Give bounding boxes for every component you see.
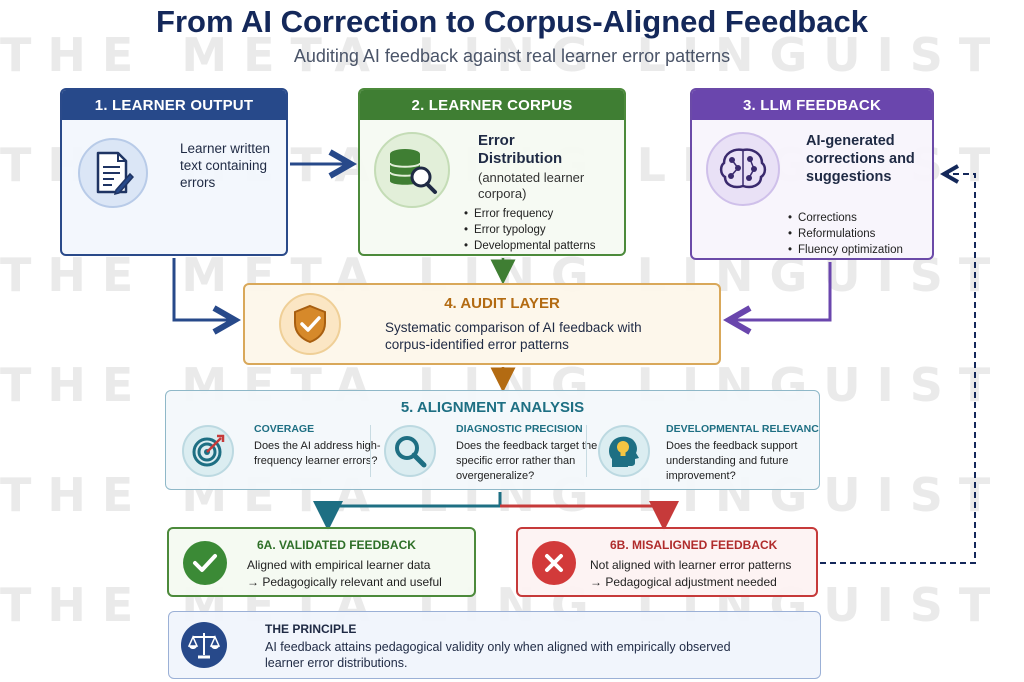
llm-feedback-heading: AI-generated corrections and suggestions bbox=[806, 133, 915, 185]
audit-layer-label: 4. AUDIT LAYER bbox=[444, 295, 560, 312]
learner-corpus-label: 2. LEARNER CORPUS bbox=[360, 90, 624, 120]
check-icon bbox=[183, 541, 227, 585]
criterion-text: Does the AI address high-frequency learn… bbox=[254, 440, 381, 467]
page-title: From AI Correction to Corpus-Aligned Fee… bbox=[156, 4, 868, 39]
llm-feedback-bullets: Corrections Reformulations Fluency optim… bbox=[788, 210, 903, 258]
learner-corpus-subheading: (annotated learner corpora) bbox=[478, 170, 585, 201]
brain-network-icon bbox=[706, 132, 780, 206]
learner-output-text: Learner written text containing errors bbox=[180, 141, 271, 190]
list-item: Error frequency bbox=[464, 206, 596, 222]
learner-corpus-heading: Error Distribution bbox=[478, 132, 563, 167]
shield-check-icon bbox=[279, 293, 341, 355]
page-subtitle: Auditing AI feedback against real learne… bbox=[293, 46, 731, 66]
criterion-diagnostic-precision: DIAGNOSTIC PRECISION Does the feedback t… bbox=[384, 421, 597, 483]
learner-corpus-box: 2. LEARNER CORPUS Error Distribution (an… bbox=[358, 88, 626, 256]
validated-line-1: Aligned with empirical learner data bbox=[247, 558, 431, 572]
llm-feedback-box: 3. LLM FEEDBACK AI-generated corrections… bbox=[690, 88, 934, 260]
misaligned-line-2: → Pedagogical adjustment needed bbox=[590, 575, 777, 589]
list-item: Corrections bbox=[788, 210, 903, 226]
misaligned-feedback-label: 6B. MISALIGNED FEEDBACK bbox=[610, 538, 778, 552]
list-item: Reformulations bbox=[788, 226, 903, 242]
audit-layer-box: 4. AUDIT LAYER Systematic comparison of … bbox=[243, 283, 721, 365]
divider bbox=[586, 425, 587, 477]
list-item: Error typology bbox=[464, 222, 596, 238]
list-item: Developmental patterns bbox=[464, 238, 595, 254]
head-lightbulb-icon bbox=[598, 425, 650, 477]
alignment-analysis-label: 5. ALIGNMENT ANALYSIS bbox=[400, 399, 585, 416]
criterion-title: COVERAGE bbox=[254, 423, 315, 435]
arrow-llm-to-audit bbox=[732, 262, 832, 320]
principle-label: THE PRINCIPLE bbox=[265, 622, 357, 636]
criterion-title: DEVELOPMENTAL RELEVANCE bbox=[666, 423, 820, 435]
llm-feedback-label: 3. LLM FEEDBACK bbox=[692, 90, 932, 120]
database-search-icon bbox=[374, 132, 450, 208]
misaligned-feedback-box: 6B. MISALIGNED FEEDBACK Not aligned with… bbox=[516, 527, 818, 597]
watermark-text: THE META LING LINGUIST BLOG bbox=[0, 28, 1024, 82]
target-icon bbox=[182, 425, 234, 477]
principle-box: THE PRINCIPLE AI feedback attains pedago… bbox=[168, 611, 821, 679]
validated-feedback-label: 6A. VALIDATED FEEDBACK bbox=[257, 538, 416, 552]
criterion-coverage: COVERAGE Does the AI address high-freque… bbox=[182, 421, 381, 483]
validated-feedback-text: Aligned with empirical learner data → Pe… bbox=[247, 557, 442, 591]
document-pen-icon bbox=[78, 138, 148, 208]
scales-icon bbox=[181, 622, 227, 668]
magnifier-icon bbox=[384, 425, 436, 477]
criterion-developmental-relevance: DEVELOPMENTAL RELEVANCE Does the feedbac… bbox=[598, 421, 820, 483]
audit-layer-text: Systematic comparison of AI feedback wit… bbox=[385, 320, 642, 352]
learner-output-box: 1. LEARNER OUTPUT Learner written text c… bbox=[60, 88, 288, 256]
arrow-output-to-audit bbox=[172, 258, 232, 320]
validated-feedback-box: 6A. VALIDATED FEEDBACK Aligned with empi… bbox=[167, 527, 476, 597]
divider bbox=[370, 425, 371, 477]
x-icon bbox=[532, 541, 576, 585]
learner-output-label: 1. LEARNER OUTPUT bbox=[62, 90, 286, 120]
criterion-text: Does the feedback target the specific er… bbox=[456, 440, 598, 482]
principle-text: AI feedback attains pedagogical validity… bbox=[265, 640, 731, 670]
learner-corpus-bullets: Error frequency Error typology Developme… bbox=[464, 206, 596, 254]
criterion-text: Does the feedback support understanding … bbox=[666, 440, 798, 482]
alignment-analysis-box: 5. ALIGNMENT ANALYSIS COVERAGE Does the … bbox=[165, 390, 820, 490]
validated-line-2: → Pedagogically relevant and useful bbox=[247, 575, 442, 589]
list-item: Fluency optimization bbox=[788, 242, 903, 258]
misaligned-line-1: Not aligned with learner error patterns bbox=[590, 558, 792, 572]
criterion-title: DIAGNOSTIC PRECISION bbox=[456, 423, 583, 435]
misaligned-feedback-text: Not aligned with learner error patterns … bbox=[590, 557, 791, 591]
